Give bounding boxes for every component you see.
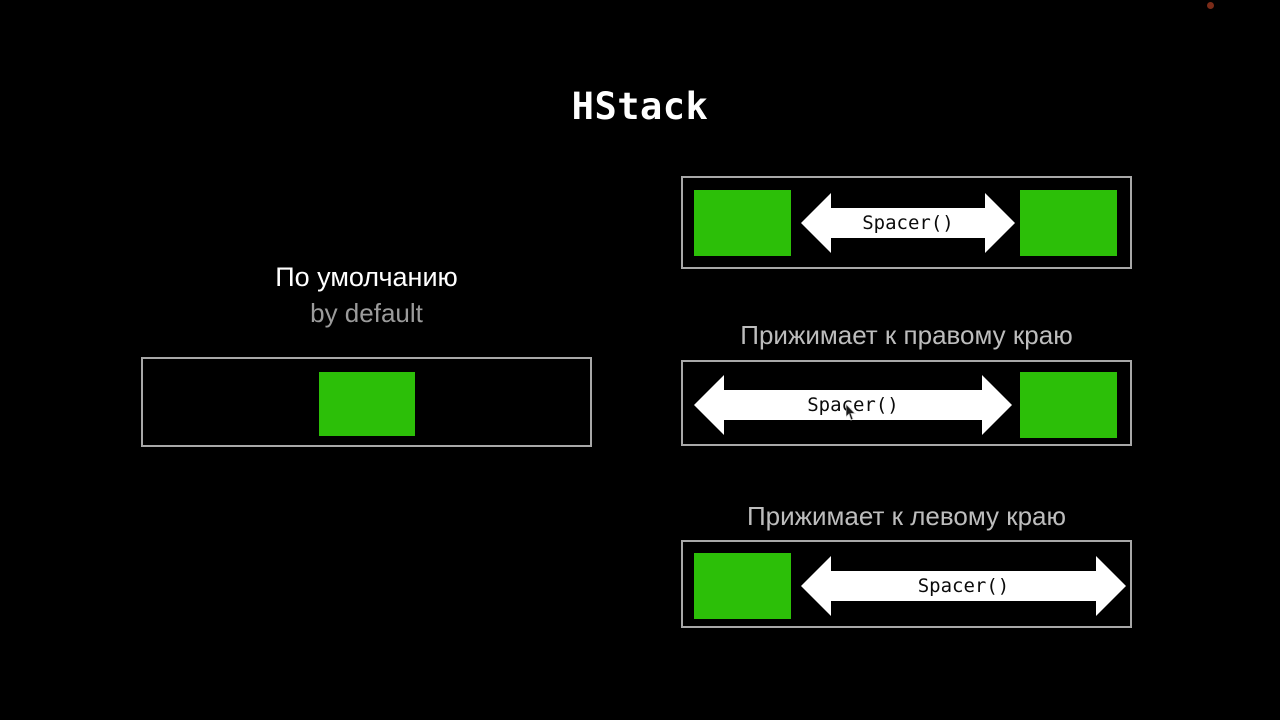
green-rect-default [319,372,415,436]
recording-indicator-dot [1207,2,1214,9]
green-rect-right [1020,190,1117,256]
spacer-push-left-box: Spacer() [681,540,1132,628]
spacer-push-right-box: Spacer() [681,360,1132,446]
default-caption-sub: by default [310,298,423,328]
caption-push-right: Прижимает к правому краю [740,320,1073,350]
spacer-between-box: Spacer() [681,176,1132,269]
caption-push-left: Прижимает к левому краю [746,501,1067,531]
green-rect-pushed-right [1020,372,1117,438]
spacer-arrow-between: Spacer() [801,191,1015,255]
default-caption-main: По умолчанию [275,262,458,292]
spacer-arrow-push-left: Spacer() [801,554,1126,618]
green-rect-pushed-left [694,553,791,619]
default-layout-box [141,357,592,447]
mouse-cursor-icon [845,402,857,421]
page-title: HStack [571,85,709,128]
green-rect-left [694,190,791,256]
